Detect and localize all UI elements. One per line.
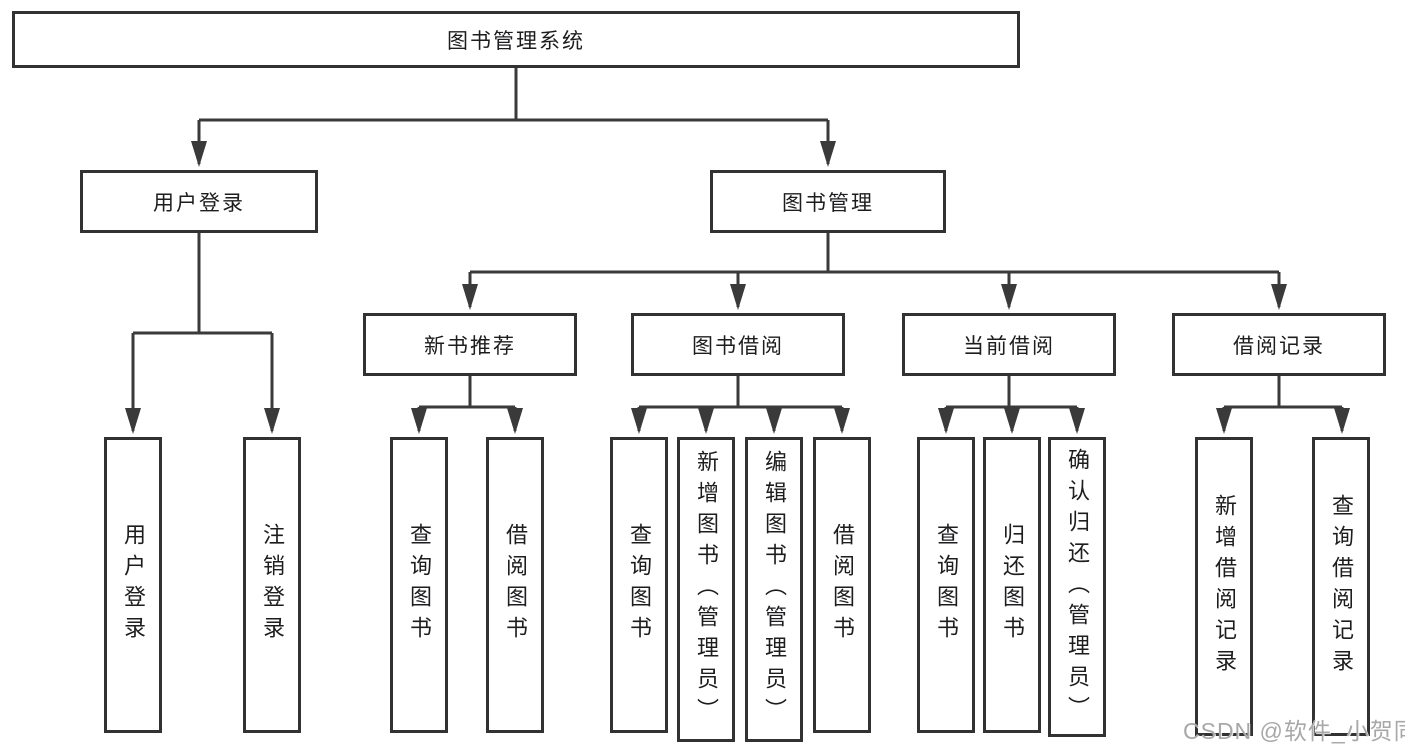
leaf-bb-query-book: 查询图书 — [610, 437, 668, 733]
leaf-bb-edit-book-admin: 编辑图书（管理员） — [745, 437, 803, 742]
leaf-cb-return-book: 归还图书 — [983, 437, 1041, 733]
node-new-book-recommend: 新书推荐 — [363, 313, 577, 376]
leaf-bb-borrow-book: 借阅图书 — [813, 437, 871, 733]
leaf-cb-query-book: 查询图书 — [917, 437, 975, 733]
leaf-bb-borrow-book-label: 借阅图书 — [830, 523, 855, 647]
leaf-cb-confirm-return-admin-label: 确认归还（管理员） — [1065, 447, 1090, 727]
node-book-borrow: 图书借阅 — [631, 313, 845, 376]
node-borrow-records-label: 借阅记录 — [1233, 334, 1325, 358]
node-borrow-records: 借阅记录 — [1172, 313, 1386, 376]
leaf-logout: 注销登录 — [243, 437, 301, 733]
leaf-bb-add-book-admin: 新增图书（管理员） — [677, 437, 735, 742]
leaf-br-add-record: 新增借阅记录 — [1195, 437, 1253, 736]
leaf-cb-query-book-label: 查询图书 — [934, 523, 959, 647]
leaf-cb-confirm-return-admin: 确认归还（管理员） — [1048, 437, 1106, 737]
leaf-cb-return-book-label: 归还图书 — [1000, 523, 1025, 647]
leaf-rec-query-book-label: 查询图书 — [407, 523, 432, 647]
node-user-login: 用户登录 — [80, 170, 318, 233]
node-root-system: 图书管理系统 — [12, 11, 1020, 68]
leaf-br-query-record-label: 查询借阅记录 — [1329, 493, 1354, 680]
node-user-login-label: 用户登录 — [153, 191, 245, 215]
leaf-logout-label: 注销登录 — [260, 523, 285, 647]
leaf-rec-query-book: 查询图书 — [390, 437, 448, 733]
node-new-book-recommend-label: 新书推荐 — [424, 334, 516, 358]
leaf-bb-add-book-admin-label: 新增图书（管理员） — [694, 450, 719, 729]
leaf-bb-query-book-label: 查询图书 — [627, 523, 652, 647]
leaf-br-query-record: 查询借阅记录 — [1312, 437, 1370, 736]
csdn-watermark: CSDN @软件_小贺同学 — [1183, 718, 1405, 744]
leaf-user-login: 用户登录 — [104, 437, 162, 733]
node-book-management-label: 图书管理 — [782, 191, 874, 215]
leaf-br-add-record-label: 新增借阅记录 — [1212, 493, 1237, 680]
node-book-management: 图书管理 — [710, 170, 946, 233]
node-current-borrow: 当前借阅 — [902, 313, 1116, 376]
node-current-borrow-label: 当前借阅 — [963, 334, 1055, 358]
node-book-borrow-label: 图书借阅 — [692, 334, 784, 358]
leaf-rec-borrow-book-label: 借阅图书 — [503, 523, 528, 647]
leaf-rec-borrow-book: 借阅图书 — [486, 437, 544, 733]
node-root-label: 图书管理系统 — [447, 29, 585, 53]
leaf-bb-edit-book-admin-label: 编辑图书（管理员） — [762, 450, 787, 729]
leaf-user-login-label: 用户登录 — [121, 523, 146, 647]
